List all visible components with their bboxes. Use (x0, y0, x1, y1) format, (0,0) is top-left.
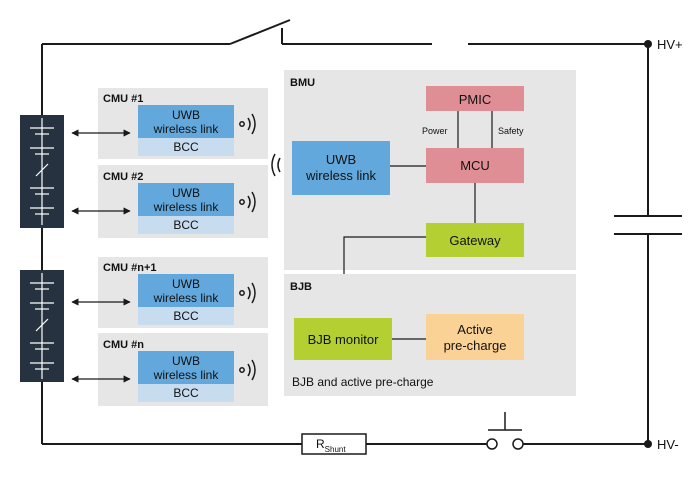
svg-text:BCC: BCC (173, 386, 199, 400)
cmu-2: CMU #2 UWB wireless link BCC (98, 165, 268, 238)
uwb-wireless-link (138, 351, 234, 384)
svg-text:Active: Active (457, 322, 492, 337)
svg-text:wireless link: wireless link (153, 200, 220, 214)
svg-text:UWB: UWB (172, 108, 200, 122)
svg-text:UWB: UWB (172, 277, 200, 291)
bmu-wireless-signal-icon (271, 153, 281, 177)
svg-text:PMIC: PMIC (459, 92, 492, 107)
svg-text:BCC: BCC (173, 309, 199, 323)
power-label: Power (422, 126, 448, 136)
bjb-caption: BJB and active pre-charge (292, 375, 434, 389)
shunt-label: RShunt (316, 437, 346, 454)
cmu-title: CMU #2 (103, 171, 143, 183)
battery-module-bottom (20, 270, 64, 382)
svg-text:wireless link: wireless link (153, 122, 220, 136)
wireless-signal-icon (239, 113, 256, 135)
svg-text:wireless link: wireless link (153, 368, 220, 382)
wireless-signal-icon (239, 282, 256, 304)
svg-text:UWB: UWB (172, 354, 200, 368)
svg-text:BCC: BCC (173, 140, 199, 154)
cmu-title: CMU #n+1 (103, 262, 157, 274)
uwb-wireless-link (138, 105, 234, 138)
gateway-block (426, 223, 524, 257)
svg-text:wireless link: wireless link (153, 291, 220, 305)
pmic-block (426, 86, 524, 111)
safety-label: Safety (498, 126, 524, 136)
bcc-block (138, 384, 234, 402)
cmu-n-plus-1: CMU #n+1 UWB wireless link BCC (98, 257, 268, 328)
bcc-block (138, 307, 234, 325)
svg-text:UWB: UWB (172, 186, 200, 200)
cmu-battery-arrows (71, 129, 131, 383)
battery-module-top (20, 115, 64, 228)
svg-text:BCC: BCC (173, 218, 199, 232)
wireless-signal-icon (239, 359, 256, 381)
negative-contactor-switch (486, 412, 524, 450)
bjb-panel: BJB BJB monitor Active pre-charge BJB an… (284, 274, 576, 396)
cmu-title: CMU #1 (103, 93, 143, 105)
bcc-block (138, 216, 234, 234)
svg-text:MCU: MCU (460, 158, 490, 173)
svg-text:pre-charge: pre-charge (444, 338, 507, 353)
dc-link-capacitor (614, 215, 682, 235)
wireless-signal-icon (239, 191, 256, 213)
bcc-block (138, 138, 234, 156)
svg-text:Gateway: Gateway (449, 233, 501, 248)
svg-text:wireless link: wireless link (305, 168, 377, 183)
bmu-title: BMU (290, 77, 315, 89)
cmu-1: CMU #1 UWB wireless link BCC (98, 88, 268, 159)
svg-text:BJB monitor: BJB monitor (308, 332, 379, 347)
cmu-title: CMU #n (103, 339, 144, 351)
hv-plus-terminal (644, 40, 652, 48)
uwb-wireless-link (138, 274, 234, 307)
active-precharge-block (426, 314, 524, 360)
hv-wiring (41, 19, 649, 445)
bjb-title: BJB (290, 281, 312, 293)
bmu-panel: BMU UWB wireless link PMIC MCU Gateway P… (271, 70, 576, 318)
bmu-uwb-wireless-link (292, 141, 390, 195)
bjb-monitor-block (294, 318, 392, 360)
svg-text:UWB: UWB (326, 152, 356, 167)
mcu-block (426, 148, 524, 183)
main-contactor-switch (229, 19, 291, 45)
shunt-resistor (301, 433, 367, 455)
hv-plus-label: HV+ (657, 37, 683, 52)
hv-minus-label: HV- (657, 437, 679, 452)
uwb-wireless-link (138, 183, 234, 216)
cmu-n: CMU #n UWB wireless link BCC (98, 333, 268, 406)
hv-minus-terminal (644, 440, 652, 448)
